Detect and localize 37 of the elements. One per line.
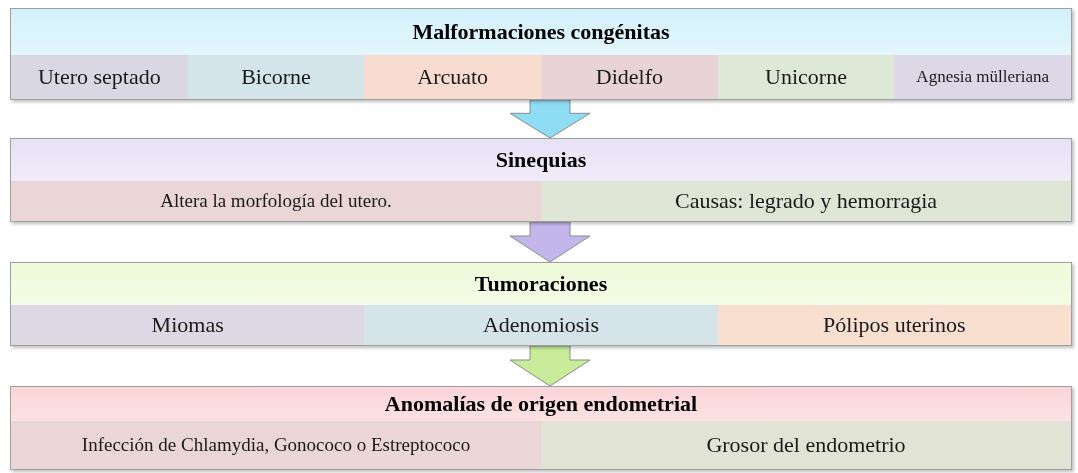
item-text: Altera la morfología del utero. (160, 191, 392, 211)
item-cell (541, 421, 1071, 469)
item-text: Bicorne (241, 63, 311, 91)
band-heading: Malformaciones congénitas (412, 18, 670, 46)
band-heading: Tumoraciones (474, 270, 608, 298)
item-cell (364, 305, 718, 345)
item-cell (11, 421, 541, 469)
category-band (10, 262, 1072, 346)
item-cell (11, 305, 365, 345)
item-cell (11, 55, 188, 99)
item-text: Unicorne (765, 63, 847, 91)
item-text: Arcuato (417, 63, 489, 91)
item-text: Agnesia mülleriana (916, 68, 1049, 86)
item-text: Infección de Chlamydia, Gonococo o Estreptococo (81, 435, 471, 455)
item-text: Adenomiosis (482, 311, 600, 339)
item-text: Utero septado (37, 63, 161, 91)
item-text: Miomas (151, 311, 224, 339)
item-cell (187, 55, 365, 99)
item-cell (717, 305, 1071, 345)
category-band (10, 386, 1072, 470)
item-cell (894, 55, 1072, 99)
band-heading: Sinequias (495, 146, 587, 174)
item-text: Pólipos uterinos (823, 311, 966, 339)
block-arrow (509, 345, 591, 387)
band-heading: Anomalías de origen endometrial (384, 390, 698, 418)
item-text: Causas: legrado y hemorragia (674, 187, 938, 215)
item-cell (541, 55, 718, 99)
item-text: Didelfo (595, 63, 663, 91)
block-arrow (509, 99, 591, 139)
category-band (10, 138, 1072, 222)
block-arrow (509, 221, 591, 263)
item-cell (541, 181, 1071, 221)
item-text: Grosor del endometrio (706, 431, 906, 459)
item-cell (11, 181, 541, 221)
item-cell (717, 55, 895, 99)
item-cell (364, 55, 541, 99)
category-band (10, 8, 1072, 100)
